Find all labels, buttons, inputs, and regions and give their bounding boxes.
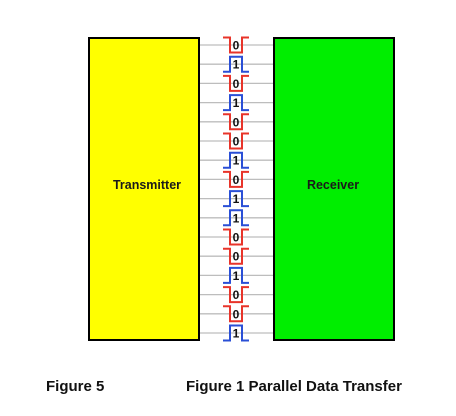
pulse-low	[223, 170, 249, 188]
pulse-high	[223, 151, 249, 169]
pulse-high	[223, 266, 249, 284]
bit-label: 0	[233, 173, 240, 187]
pulse-low	[223, 228, 249, 246]
figure-number-caption: Figure 5	[46, 378, 105, 395]
pulse-low	[223, 36, 249, 54]
bit-label: 1	[233, 327, 240, 341]
bit-label: 0	[233, 77, 240, 91]
bit-signals: 0 1 0 1 0 0 1 0 1 1 0 0 1 0 0 1	[223, 36, 249, 342]
bit-label: 1	[233, 96, 240, 110]
transmitter-label: Transmitter	[113, 178, 181, 192]
pulse-low	[223, 286, 249, 304]
bit-label: 0	[233, 135, 240, 149]
bit-label: 0	[233, 115, 240, 129]
bit-label: 1	[233, 211, 240, 225]
bit-label: 0	[233, 250, 240, 264]
pulse-high	[223, 324, 249, 342]
pulse-low	[223, 113, 249, 131]
pulse-high	[223, 190, 249, 208]
bit-label: 1	[233, 58, 240, 72]
bit-label: 0	[233, 231, 240, 245]
bit-label: 0	[233, 288, 240, 302]
receiver-block	[273, 37, 395, 341]
pulse-high	[223, 209, 249, 227]
pulse-low	[223, 305, 249, 323]
receiver-label: Receiver	[307, 178, 359, 192]
bit-label: 1	[233, 269, 240, 283]
transmitter-block	[88, 37, 200, 341]
pulse-low	[223, 247, 249, 265]
pulse-low	[223, 74, 249, 92]
bit-label: 1	[233, 154, 240, 168]
pulse-high	[223, 94, 249, 112]
bit-label: 1	[233, 192, 240, 206]
bit-label: 0	[233, 307, 240, 321]
bit-label: 0	[233, 39, 240, 53]
figure-title-caption: Figure 1 Parallel Data Transfer	[186, 378, 402, 395]
pulse-low	[223, 132, 249, 150]
data-lines	[198, 44, 275, 334]
pulse-high	[223, 55, 249, 73]
